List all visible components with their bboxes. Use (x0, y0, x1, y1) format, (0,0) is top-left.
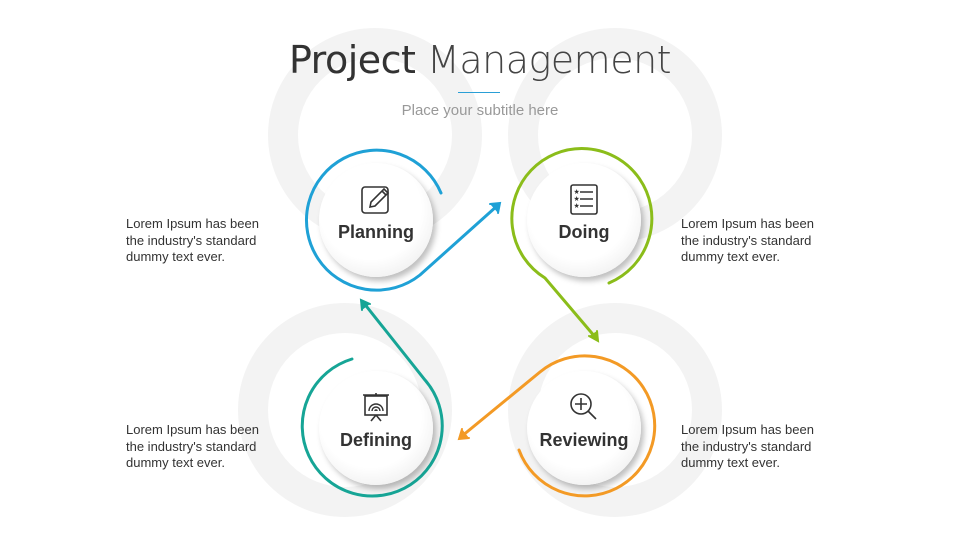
doing-arrow (510, 146, 654, 340)
step-label: Reviewing (539, 430, 629, 450)
description-line: dummy text ever. (681, 455, 780, 470)
svg-text:★: ★ (574, 195, 580, 203)
description-line: the industry's standard (681, 232, 812, 248)
checklist-icon: ★★★ (570, 184, 598, 215)
description-line: Lorem Ipsum has been (126, 216, 259, 231)
description-line: dummy text ever. (126, 249, 225, 264)
description-line: the industry's standard (126, 438, 257, 454)
defining-arrow (300, 300, 444, 498)
reviewing-arrow (460, 354, 657, 498)
edit-pencil-icon (361, 186, 390, 214)
title-bold: Project (288, 38, 416, 82)
zoom-in-icon (570, 393, 597, 420)
step-label: Planning (338, 222, 414, 242)
description-line: Lorem Ipsum has been (126, 422, 259, 437)
step-label: Doing (558, 222, 610, 242)
reviewing-description: Lorem Ipsum has been the industry's stan… (681, 422, 841, 472)
step-doing: ★★★ Doing (527, 163, 641, 277)
svg-text:★: ★ (574, 188, 580, 196)
description-line: Lorem Ipsum has been (681, 422, 814, 437)
planning-arrow (304, 148, 499, 292)
step-defining: Defining (319, 371, 433, 485)
planning-description: Lorem Ipsum has been the industry's stan… (126, 216, 286, 266)
page-title: Project Management (0, 38, 960, 82)
step-label: Defining (340, 430, 412, 450)
subtitle: Place your subtitle here (401, 102, 559, 119)
step-reviewing: Reviewing (527, 371, 641, 485)
svg-text:★: ★ (574, 202, 580, 210)
description-line: the industry's standard (681, 438, 812, 454)
title-divider (458, 92, 500, 93)
cycle-arrows (300, 146, 657, 498)
description-line: dummy text ever. (681, 249, 780, 264)
description-line: dummy text ever. (126, 455, 225, 470)
defining-description: Lorem Ipsum has been the industry's stan… (126, 422, 286, 472)
description-line: the industry's standard (126, 232, 257, 248)
title-light: Management (427, 38, 672, 82)
doing-description: Lorem Ipsum has been the industry's stan… (681, 216, 841, 266)
presentation-board-icon (363, 393, 389, 422)
description-line: Lorem Ipsum has been (681, 216, 814, 231)
step-planning: Planning (319, 163, 433, 277)
